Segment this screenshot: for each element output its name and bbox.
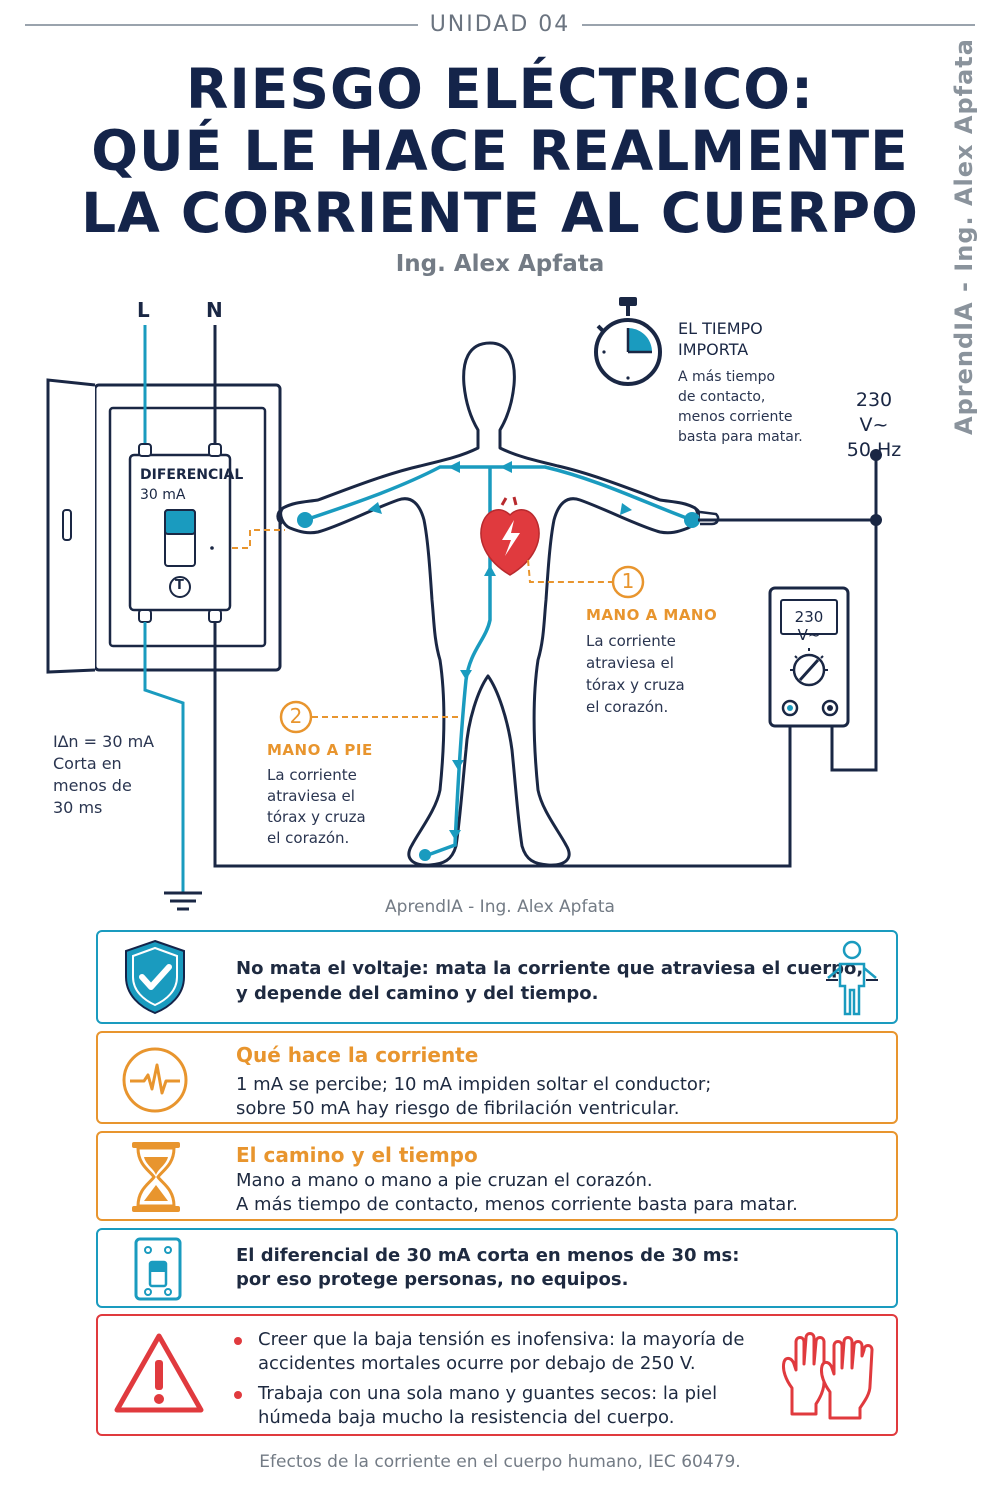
key-message-card: No mata el voltaje: mata la corriente qu…	[96, 930, 898, 1024]
footer-source: Efectos de la corriente en el cuerpo hum…	[259, 1452, 741, 1472]
time-info: EL TIEMPO IMPORTA A más tiempo de contac…	[678, 319, 803, 445]
rcd-breaker	[128, 443, 232, 623]
ground-symbol	[164, 891, 202, 911]
path1-info: MANO A MANO La corriente atraviesa el tó…	[586, 606, 718, 716]
path1-number: 1	[621, 569, 635, 593]
supply-label: 230 V~ 50 Hz	[846, 389, 902, 461]
author: Ing. Alex Apfata	[395, 251, 605, 277]
header-rule-right	[580, 24, 975, 26]
card3-title: El camino y el tiempo	[236, 1143, 478, 1167]
warning-bullet-2: Trabaja con una sola mano y guantes seco…	[234, 1382, 744, 1430]
electrical-diagram	[46, 297, 882, 911]
header-rule-left	[25, 24, 420, 26]
line-label-l: L	[137, 298, 150, 322]
card4-line2: por eso protege personas, no equipos.	[236, 1269, 629, 1290]
meter-display: 230 V~	[794, 608, 824, 644]
card3-line1: Mano a mano o mano a pie cruzan el coraz…	[236, 1170, 653, 1191]
heart-icon	[480, 496, 540, 576]
trip-info: I∆n = 30 mA Corta en menos de 30 ms	[53, 732, 155, 817]
shield-check-icon	[125, 939, 185, 1015]
stopwatch-icon	[594, 297, 662, 386]
unit-label: UNIDAD 04	[0, 12, 1000, 37]
card3-line2: A más tiempo de contacto, menos corrient…	[236, 1194, 798, 1215]
breaker-label: DIFERENCIAL 30 mA	[140, 467, 244, 503]
person-current-icon	[826, 940, 878, 1016]
card2-line1: 1 mA se percibe; 10 mA impiden soltar el…	[236, 1074, 712, 1095]
card1-line1: No mata el voltaje: mata la corriente qu…	[236, 958, 864, 979]
heartbeat-icon	[122, 1047, 188, 1113]
warning-icon	[114, 1333, 204, 1413]
card1-line2: y depende del camino y del tiempo.	[236, 983, 599, 1004]
card4-line1: El diferencial de 30 mA corta en menos d…	[236, 1245, 740, 1266]
gloves-icon	[782, 1332, 874, 1420]
rcd-card: El diferencial de 30 mA corta en menos d…	[96, 1228, 898, 1308]
neutral-label-n: N	[206, 298, 223, 322]
current-effects-card: Qué hace la corriente 1 mA se percibe; 1…	[96, 1031, 898, 1124]
path-time-card: El camino y el tiempo Mano a mano o mano…	[96, 1131, 898, 1221]
card2-line2: sobre 50 mA hay riesgo de fibrilación ve…	[236, 1098, 680, 1119]
test-button-label: T	[175, 578, 184, 593]
warning-card: Creer que la baja tensión es inofensiva:…	[96, 1314, 898, 1436]
diagram-watermark: AprendIA - Ing. Alex Apfata	[385, 897, 615, 917]
breaker-switch-icon	[134, 1237, 182, 1301]
card2-title: Qué hace la corriente	[236, 1043, 479, 1067]
warning-bullet-1: Creer que la baja tensión es inofensiva:…	[234, 1328, 744, 1376]
hourglass-icon	[132, 1142, 180, 1212]
multimeter	[768, 586, 850, 728]
page-title: RIESGO ELÉCTRICO: QUÉ LE HACE REALMENTE …	[81, 57, 919, 245]
path2-info: MANO A PIE La corriente atraviesa el tór…	[267, 741, 373, 847]
path2-number: 2	[289, 704, 303, 728]
